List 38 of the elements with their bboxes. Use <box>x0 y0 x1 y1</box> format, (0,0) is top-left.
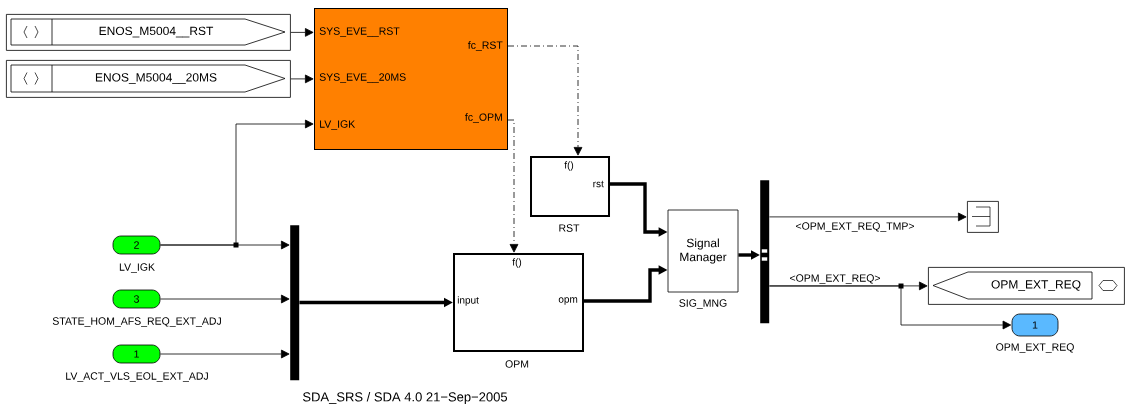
inport-block: 1 <box>112 344 161 364</box>
port-label: f() <box>512 258 522 268</box>
edge-label: <OPM_EXT_REQ> <box>788 273 882 285</box>
signal-line <box>160 349 290 359</box>
signal-line <box>160 240 290 250</box>
inport-block: 3 <box>112 289 161 309</box>
block-label: SIG_MNG <box>679 299 727 309</box>
port-label: LV_IGK <box>320 120 356 130</box>
port-label: opm <box>558 297 578 305</box>
block-label: OPM <box>505 360 529 368</box>
inport-block: 2 <box>112 235 161 255</box>
block-label: STATE_HOM_AFS_REQ_EXT_ADJ <box>52 317 221 327</box>
signal-manager-block: Signal Manager <box>667 209 739 293</box>
function-call-line <box>507 119 519 253</box>
function-call-line <box>507 45 583 156</box>
signal-line <box>769 285 1012 330</box>
from-block: ENOS_M5004__RST <box>6 14 291 51</box>
from-block: ENOS_M5004__20MS <box>6 60 291 98</box>
port-label: f() <box>564 161 574 171</box>
port-label: input <box>457 296 479 306</box>
block-label: LV_IGK <box>119 263 155 273</box>
outport-block: 1 <box>1011 313 1059 337</box>
block-label: LV_ACT_VLS_EOL_EXT_ADJ <box>66 372 208 382</box>
signal-line <box>290 74 314 84</box>
caption-text: SDA_SRS / SDA 4.0 21−Sep−2005 <box>303 391 508 405</box>
terminator-block <box>967 201 999 233</box>
block-label: OPM_EXT_REQ <box>996 343 1074 353</box>
port-label: fc_OPM <box>465 113 502 123</box>
edge-label: <OPM_EXT_REQ_TMP> <box>794 221 916 233</box>
signal-line <box>160 294 290 304</box>
signal-line <box>769 212 967 222</box>
port-label: SYS_EVE__20MS <box>319 73 406 83</box>
port-label: fc_RST <box>467 41 503 51</box>
block-label: RST <box>559 224 580 232</box>
port-label: SYS_EVE__RST <box>319 27 400 37</box>
port-label: rst <box>593 180 604 188</box>
signal-line <box>290 28 314 37</box>
goto-block: OPM_EXT_REQ <box>928 267 1125 305</box>
